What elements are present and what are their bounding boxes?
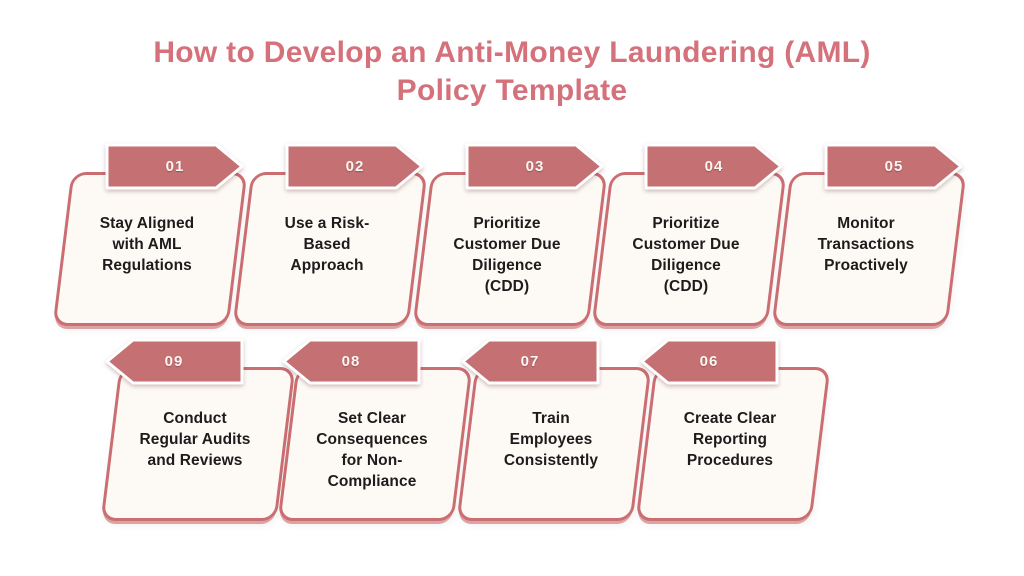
- step-banner-arrow: 08: [281, 338, 421, 385]
- step-number: 01: [165, 158, 185, 175]
- step-banner-arrow: 04: [644, 143, 784, 190]
- arrow-ribbon-icon: [824, 143, 963, 190]
- step-banner-arrow: 02: [285, 143, 425, 190]
- step-number: 02: [345, 158, 365, 175]
- arrow-ribbon-icon: [105, 143, 244, 190]
- step-number: 08: [341, 353, 361, 370]
- step-label: Prioritize Customer Due Diligence (CDD): [632, 215, 740, 295]
- arrow-ribbon-icon: [285, 143, 424, 190]
- arrow-ribbon-icon: [282, 338, 421, 385]
- step-number: 04: [704, 158, 724, 175]
- arrow-ribbon-icon: [105, 338, 244, 385]
- step-banner-arrow: 01: [105, 143, 245, 190]
- arrow-ribbon-icon: [461, 338, 600, 385]
- arrow-ribbon-icon: [465, 143, 604, 190]
- step-banner-arrow: 06: [639, 338, 779, 385]
- step-label: Create Clear Reporting Procedures: [683, 410, 777, 469]
- step-number: 07: [520, 353, 540, 370]
- step-number: 05: [884, 158, 904, 175]
- step-label: Use a Risk- Based Approach: [284, 215, 370, 274]
- step-banner-arrow: 07: [460, 338, 600, 385]
- step-label: Set Clear Consequences for Non- Complian…: [316, 410, 428, 490]
- step-banner-arrow: 03: [465, 143, 605, 190]
- arrow-ribbon-icon: [640, 338, 779, 385]
- step-label: Stay Aligned with AML Regulations: [99, 215, 195, 274]
- arrow-ribbon-icon: [644, 143, 783, 190]
- page-title: How to Develop an Anti-Money Laundering …: [153, 36, 871, 107]
- step-label: Train Employees Consistently: [503, 410, 599, 469]
- step-banner-arrow: 05: [824, 143, 964, 190]
- step-number: 03: [525, 158, 545, 175]
- step-label: Prioritize Customer Due Diligence (CDD): [453, 215, 561, 295]
- step-label: Monitor Transactions Proactively: [817, 215, 915, 274]
- step-number: 09: [164, 353, 184, 370]
- step-number: 06: [699, 353, 719, 370]
- step-banner-arrow: 09: [104, 338, 244, 385]
- step-label: Conduct Regular Audits and Reviews: [139, 410, 251, 469]
